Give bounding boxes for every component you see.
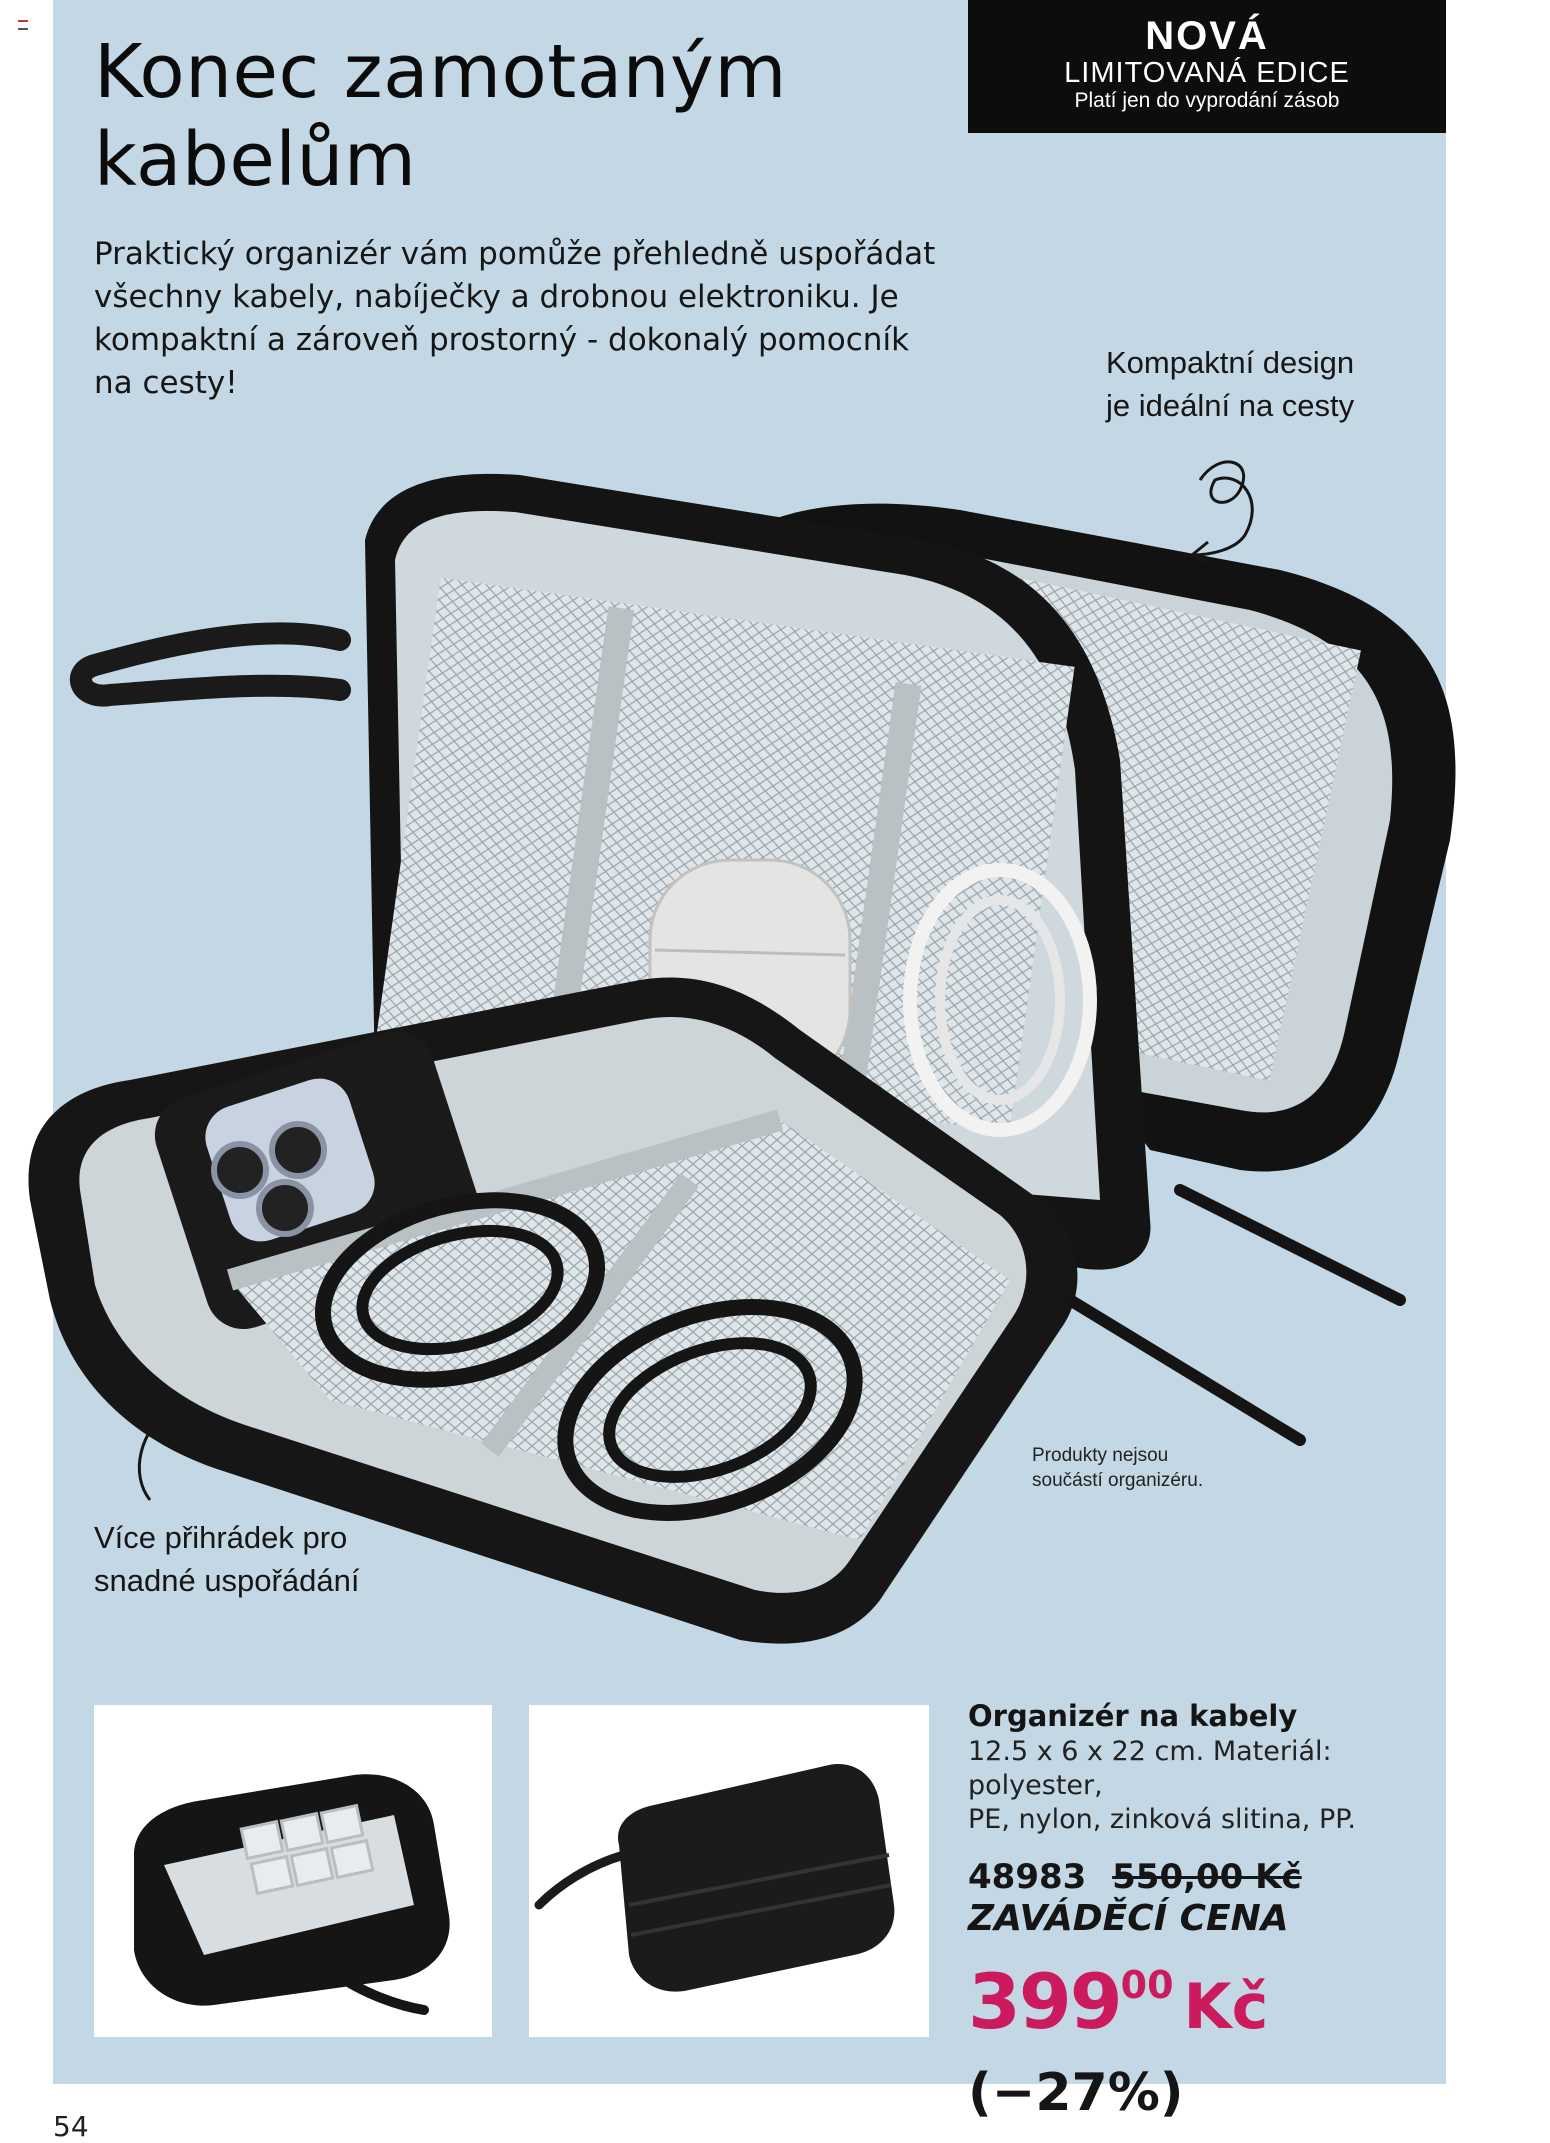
product-code: 48983 bbox=[968, 1857, 1087, 1897]
badge-limited-edition: LIMITOVANÁ EDICE bbox=[1064, 57, 1350, 89]
headline: Konec zamotaným kabelům bbox=[94, 29, 787, 203]
old-price: 550,00 Kč bbox=[1112, 1857, 1302, 1897]
new-limited-edition-badge: NOVÁ LIMITOVANÁ EDICE Platí jen do vypro… bbox=[968, 0, 1446, 133]
thumbnail-closed-organizer bbox=[529, 1705, 929, 2037]
open-organizer-image bbox=[134, 1774, 450, 2015]
products-not-included-note: Produkty nejsou součástí organizéru. bbox=[1032, 1443, 1203, 1493]
promo-label: ZAVÁDĚCÍ CENA bbox=[968, 1898, 1289, 1939]
page-number: 54 bbox=[53, 2110, 89, 2143]
price-currency: Kč bbox=[1183, 1970, 1269, 2043]
product-info: Organizér na kabely 12.5 x 6 x 22 cm. Ma… bbox=[968, 1697, 1438, 2123]
intro-text: Praktický organizér vám pomůže přehledně… bbox=[94, 236, 936, 401]
callout-compact-line1: Kompaktní design bbox=[1106, 345, 1355, 380]
callout-compact-line2: je ideální na cesty bbox=[1106, 388, 1355, 423]
code-and-old-price: 48983 550,00 Kč bbox=[968, 1857, 1438, 1897]
thumbnail-open-organizer bbox=[94, 1705, 492, 2037]
callout-compact-design: Kompaktní design je ideální na cesty bbox=[1106, 341, 1354, 427]
product-desc-line1: 12.5 x 6 x 22 cm. Materiál: polyester, bbox=[968, 1736, 1332, 1801]
badge-availability: Platí jen do vyprodání zásob bbox=[1074, 89, 1340, 112]
corner-mark bbox=[18, 20, 28, 30]
discount-percent: (−27%) bbox=[968, 2063, 1184, 2123]
price-cents: 00 bbox=[1120, 1963, 1174, 2007]
badge-new: NOVÁ bbox=[1145, 14, 1269, 58]
price-main: 399 bbox=[968, 1957, 1123, 2046]
note-line2: součástí organizéru. bbox=[1032, 1470, 1204, 1491]
callout-compartments: Více přihrádek pro snadné uspořádání bbox=[94, 1516, 359, 1602]
note-line1: Produkty nejsou bbox=[1032, 1445, 1169, 1466]
callout-compartments-line1: Více přihrádek pro bbox=[94, 1520, 348, 1555]
product-desc-line2: PE, nylon, zinková slitina, PP. bbox=[968, 1804, 1356, 1835]
up-arrow-icon bbox=[137, 1403, 177, 1501]
closed-organizer-image bbox=[534, 1764, 895, 1992]
curved-arrow-icon bbox=[1191, 460, 1254, 564]
callout-compartments-line2: snadné uspořádání bbox=[94, 1563, 360, 1598]
product-name: Organizér na kabely bbox=[968, 1699, 1298, 1733]
